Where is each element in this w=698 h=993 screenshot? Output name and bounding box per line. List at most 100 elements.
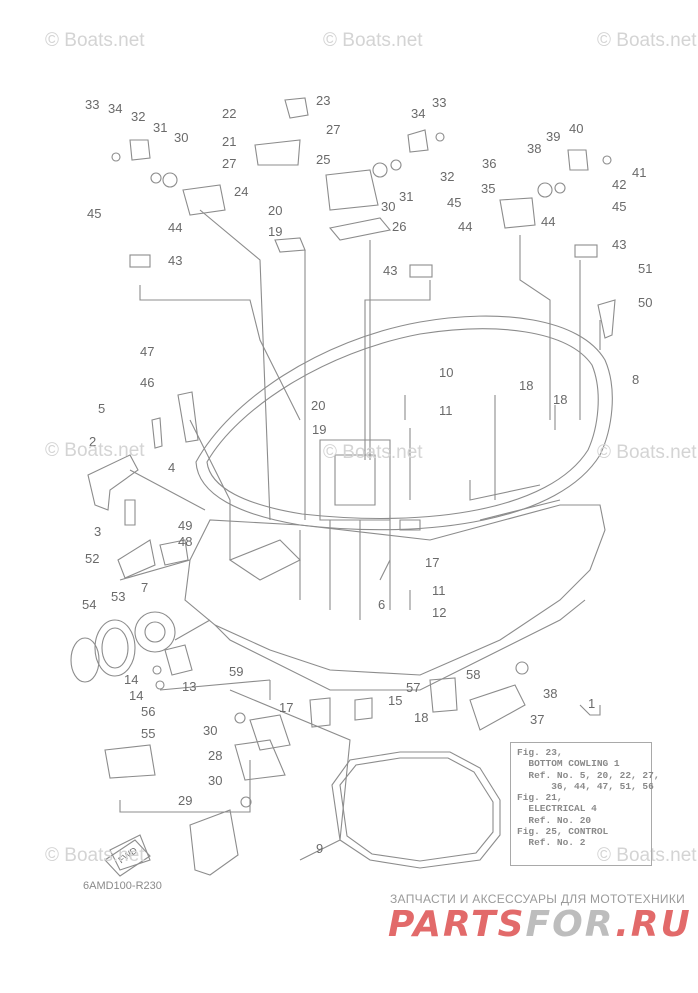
callout-57: 57 [406, 680, 420, 695]
callout-58: 58 [466, 667, 480, 682]
callout-44: 44 [168, 220, 182, 235]
callout-46: 46 [140, 375, 154, 390]
watermark: © Boats.net [323, 442, 423, 463]
callout-30c: 30 [203, 723, 217, 738]
callout-27b: 27 [326, 122, 340, 137]
callout-12: 12 [432, 605, 446, 620]
callout-31b: 31 [399, 189, 413, 204]
note-line: Fig. 23, [517, 747, 563, 758]
callout-13: 13 [182, 679, 196, 694]
callout-43c: 43 [612, 237, 626, 252]
callout-2: 2 [89, 434, 96, 449]
callout-22: 22 [222, 106, 236, 121]
callout-28: 28 [208, 748, 222, 763]
callout-50: 50 [638, 295, 652, 310]
callout-20: 20 [268, 203, 282, 218]
callout-27: 27 [222, 156, 236, 171]
callout-32: 32 [131, 109, 145, 124]
gasket [331, 751, 501, 869]
callout-30d: 30 [208, 773, 222, 788]
note-line: ELECTRICAL 4 [517, 803, 597, 815]
brand-logo[interactable]: PARTSFOR.RU [388, 904, 692, 945]
reference-note-box: Fig. 23, BOTTOM COWLING 1 Ref. No. 5, 20… [510, 742, 660, 866]
callout-11: 11 [439, 403, 453, 418]
callout-19b: 19 [312, 422, 326, 437]
callout-38b: 38 [543, 686, 557, 701]
note-line: Fig. 25, CONTROL [517, 826, 609, 838]
callout-20b: 20 [311, 398, 325, 413]
callout-14: 14 [124, 672, 138, 687]
callout-35: 35 [481, 181, 495, 196]
callout-10: 10 [439, 365, 453, 380]
watermark: © Boats.net [323, 30, 423, 51]
callout-5: 5 [98, 401, 105, 416]
callout-9: 9 [316, 841, 323, 856]
callout-51: 51 [638, 261, 652, 276]
watermark: © Boats.net [597, 30, 697, 51]
callout-16: 17 [425, 555, 439, 570]
callout-1: 1 [588, 696, 595, 711]
watermark: © Boats.net [45, 440, 145, 461]
callout-7: 7 [141, 580, 148, 595]
callout-29: 29 [178, 793, 192, 808]
callout-30b: 30 [381, 199, 395, 214]
note-line: Ref. No. 2 [517, 837, 586, 849]
brand-part-ru: .RU [615, 904, 692, 945]
callout-18: 18 [519, 378, 533, 393]
callout-36: 36 [482, 156, 496, 171]
callout-34: 34 [108, 101, 122, 116]
callout-43: 43 [168, 253, 182, 268]
callout-11b: 11 [432, 583, 446, 598]
callout-41: 41 [632, 165, 646, 180]
callout-34b: 34 [411, 106, 425, 121]
brand-part-for: FOR [525, 904, 616, 945]
callouts: 33 34 32 31 30 27 24 45 44 43 22 23 21 2… [82, 93, 652, 865]
note-line: Ref. No. 5, 20, 22, 27, [517, 769, 660, 781]
callout-32b: 32 [440, 169, 454, 184]
callout-23: 23 [316, 93, 330, 108]
watermark: © Boats.net [597, 442, 697, 463]
cowling-rim-inner [206, 328, 599, 520]
callout-33b: 33 [432, 95, 446, 110]
callout-43b: 43 [383, 263, 397, 278]
callout-15: 15 [388, 693, 402, 708]
callout-4: 4 [168, 460, 175, 475]
watermark: © Boats.net [45, 845, 145, 866]
callout-24: 24 [234, 184, 248, 199]
cowling-body [184, 504, 606, 676]
note-line: Ref. No. 20 [517, 814, 592, 826]
callout-38: 38 [527, 141, 541, 156]
callout-55: 55 [141, 726, 155, 741]
callout-54: 54 [82, 597, 96, 612]
note-line: Fig. 21, [517, 792, 563, 804]
callout-45b: 45 [447, 195, 461, 210]
callout-45: 45 [87, 206, 101, 221]
brand-part-parts: PARTS [388, 904, 526, 945]
callout-37: 37 [530, 712, 544, 727]
callout-39: 39 [546, 129, 560, 144]
note-line: BOTTOM COWLING 1 [517, 758, 620, 770]
callout-31: 31 [153, 120, 167, 135]
callout-44b: 44 [458, 219, 472, 234]
callout-47: 47 [140, 344, 154, 359]
callout-49: 49 [178, 518, 192, 533]
callout-59: 59 [229, 664, 243, 679]
callout-30: 30 [174, 130, 188, 145]
callout-3: 3 [94, 524, 101, 539]
ad-tagline: ЗАПЧАСТИ И АКСЕССУАРЫ ДЛЯ МОТОТЕХНИКИ [390, 892, 686, 906]
callout-42: 42 [612, 177, 626, 192]
callout-8: 8 [632, 372, 639, 387]
callout-25: 25 [316, 152, 330, 167]
callout-17: 17 [279, 700, 293, 715]
callout-19: 19 [268, 224, 282, 239]
callout-6: 6 [378, 597, 385, 612]
note-line: 36, 44, 47, 51, 56 [517, 780, 654, 792]
callout-26: 26 [392, 219, 406, 234]
callout-18b: 18 [553, 392, 567, 407]
callout-33: 33 [85, 97, 99, 112]
diagram-code: 6AMD100-R230 [83, 880, 162, 892]
watermark: © Boats.net [45, 30, 145, 51]
watermark: © Boats.net [597, 845, 697, 866]
